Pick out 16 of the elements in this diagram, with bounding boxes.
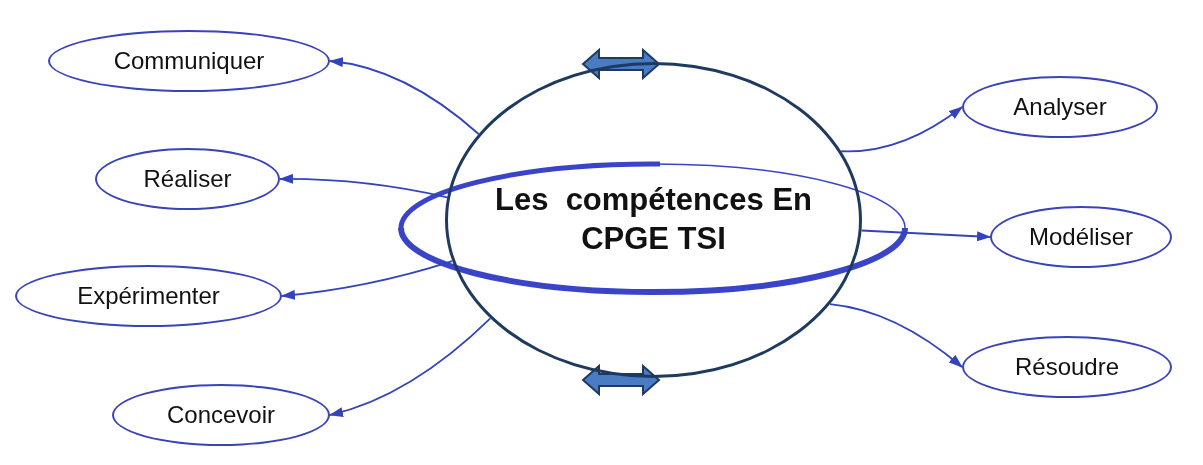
arrow [279,174,449,199]
node-label: Communiquer [113,46,265,76]
node-label: Concevoir [166,400,275,430]
arrow [829,303,963,368]
node-label: Expérimenter [77,281,220,311]
arrow [281,260,454,300]
arrow [329,317,492,417]
arrow [860,229,991,242]
node-label: Résoudre [1014,352,1120,382]
circle-node [445,62,862,378]
arrow [329,57,480,135]
node-label: Les compétences En CPGE TSI [494,181,813,258]
node-label: Modéliser [1028,222,1133,252]
node-label: Analyser [1013,92,1107,122]
arrow [840,106,963,153]
node-label: Réaliser [143,164,232,194]
